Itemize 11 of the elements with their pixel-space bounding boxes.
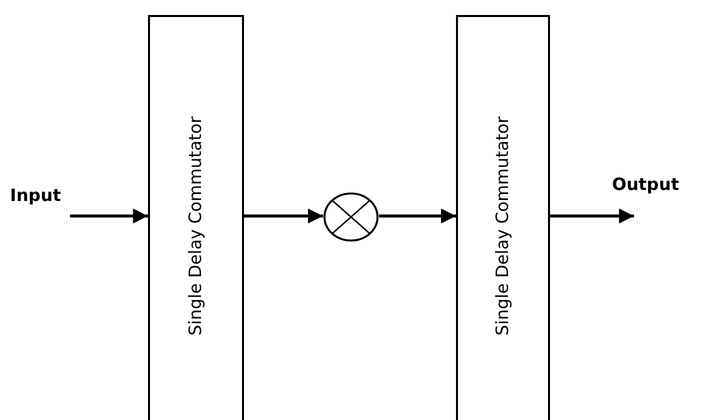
- process-box: [148, 15, 244, 420]
- multiplier-symbol: [323, 192, 379, 242]
- process-box: [456, 15, 550, 420]
- box-label: Single Delay Commutator: [186, 116, 206, 336]
- arrow: [70, 208, 148, 224]
- edge-label: Output: [612, 175, 680, 195]
- arrow: [550, 208, 634, 224]
- edge-label: Input: [10, 186, 61, 206]
- arrow: [244, 208, 323, 224]
- box-label: Single Delay Commutator: [493, 116, 513, 336]
- arrow: [379, 208, 456, 224]
